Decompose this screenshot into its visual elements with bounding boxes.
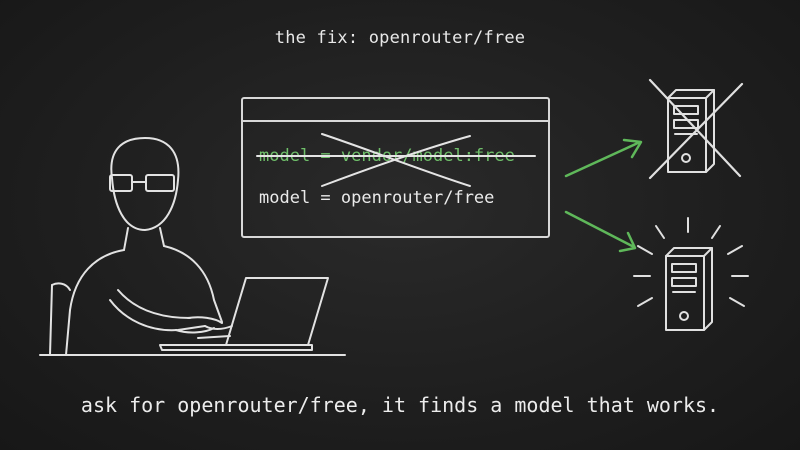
code-box-titlebar	[243, 120, 548, 122]
crossed-out-server-icon	[648, 78, 744, 180]
arrow-to-working-server	[564, 210, 637, 253]
new-model-line: model = openrouter/free	[259, 188, 495, 208]
glowing-server-icon	[633, 217, 749, 331]
arrow-to-failed-server	[564, 138, 643, 178]
caption: ask for openrouter/free, it finds a mode…	[80, 393, 720, 417]
title: the fix: openrouter/free	[274, 28, 526, 48]
cross-mark-2	[321, 135, 471, 187]
